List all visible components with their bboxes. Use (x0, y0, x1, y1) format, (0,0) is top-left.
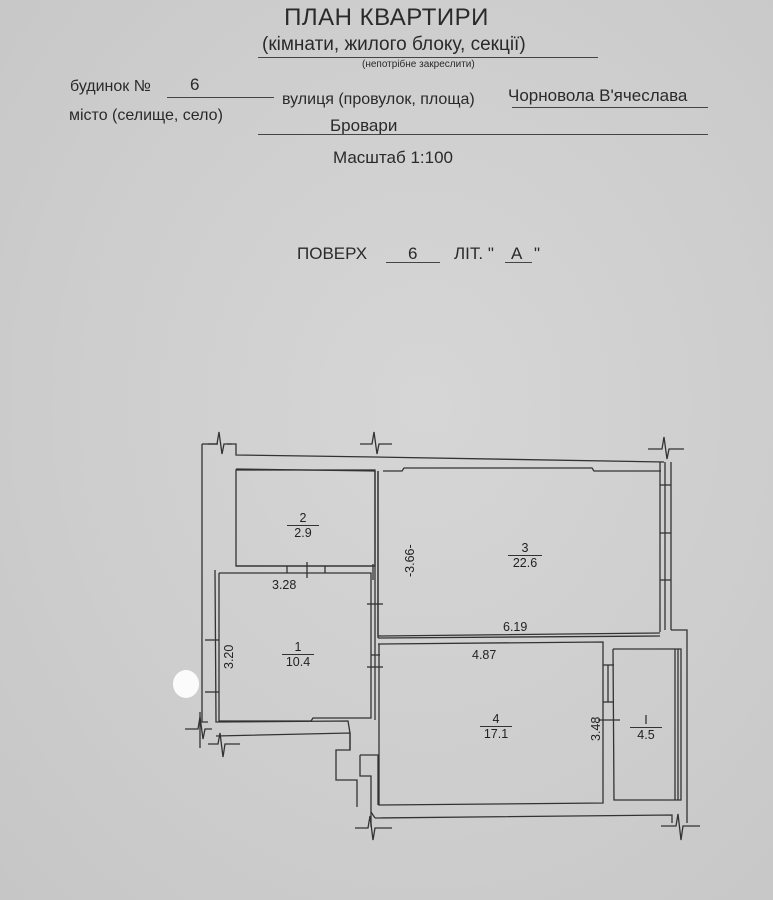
room-4-area: 17.1 (480, 726, 512, 741)
city-underline (258, 134, 708, 135)
room-2-number: 2 (299, 511, 307, 525)
dim-room3-width: 6.19 (503, 620, 528, 634)
floor-underline (386, 262, 440, 263)
strike-hint: (непотрібне закреслити) (362, 59, 475, 70)
scale-label: Масштаб 1:100 (333, 148, 453, 167)
room-2-area: 2.9 (287, 525, 319, 540)
dim-room1-height: 3.20 (222, 644, 236, 669)
document-title: ПЛАН КВАРТИРИ (284, 4, 489, 31)
room-2-label: 2 2.9 (287, 511, 319, 540)
street-label: вулиця (провулок, площа) (282, 91, 475, 108)
house-label: будинок № (70, 78, 151, 95)
floor-number: 6 (408, 244, 418, 263)
house-number: 6 (190, 75, 200, 94)
room-1-label: 1 10.4 (282, 640, 314, 669)
room-4-label: 4 17.1 (480, 712, 512, 741)
lit-value: А (511, 244, 523, 263)
room-3-number: 3 (521, 541, 529, 555)
street-underline (512, 107, 708, 108)
paper-blot (173, 670, 199, 698)
balcony-label: I 4.5 (630, 713, 662, 742)
document-subtitle: (кімнати, жилого блоку, секції) (262, 34, 526, 55)
street-name: Чорновола В'ячеслава (508, 86, 688, 105)
lit-close-quote: " (534, 244, 541, 263)
city-label: місто (селище, село) (69, 107, 223, 124)
balcony-number: I (644, 713, 648, 727)
subtitle-underline (258, 57, 598, 58)
room-4-number: 4 (492, 712, 500, 726)
room-1-area: 10.4 (282, 654, 314, 669)
room-3-area: 22.6 (508, 555, 542, 570)
floor-label: ПОВЕРХ (297, 244, 368, 263)
lit-underline (505, 262, 532, 263)
room-3-label: 3 22.6 (508, 541, 542, 570)
dim-room2-width: 3.28 (272, 578, 297, 592)
room-1-number: 1 (294, 640, 302, 654)
dim-room4-width: 4.87 (472, 648, 497, 662)
house-underline (167, 97, 274, 98)
dim-room4-height: 3.48 (589, 716, 603, 741)
balcony-area: 4.5 (630, 727, 662, 742)
city-name: Бровари (330, 116, 398, 135)
lit-label: ЛІТ. " (454, 244, 494, 263)
dim-room3-height: -3.66- (403, 544, 417, 577)
